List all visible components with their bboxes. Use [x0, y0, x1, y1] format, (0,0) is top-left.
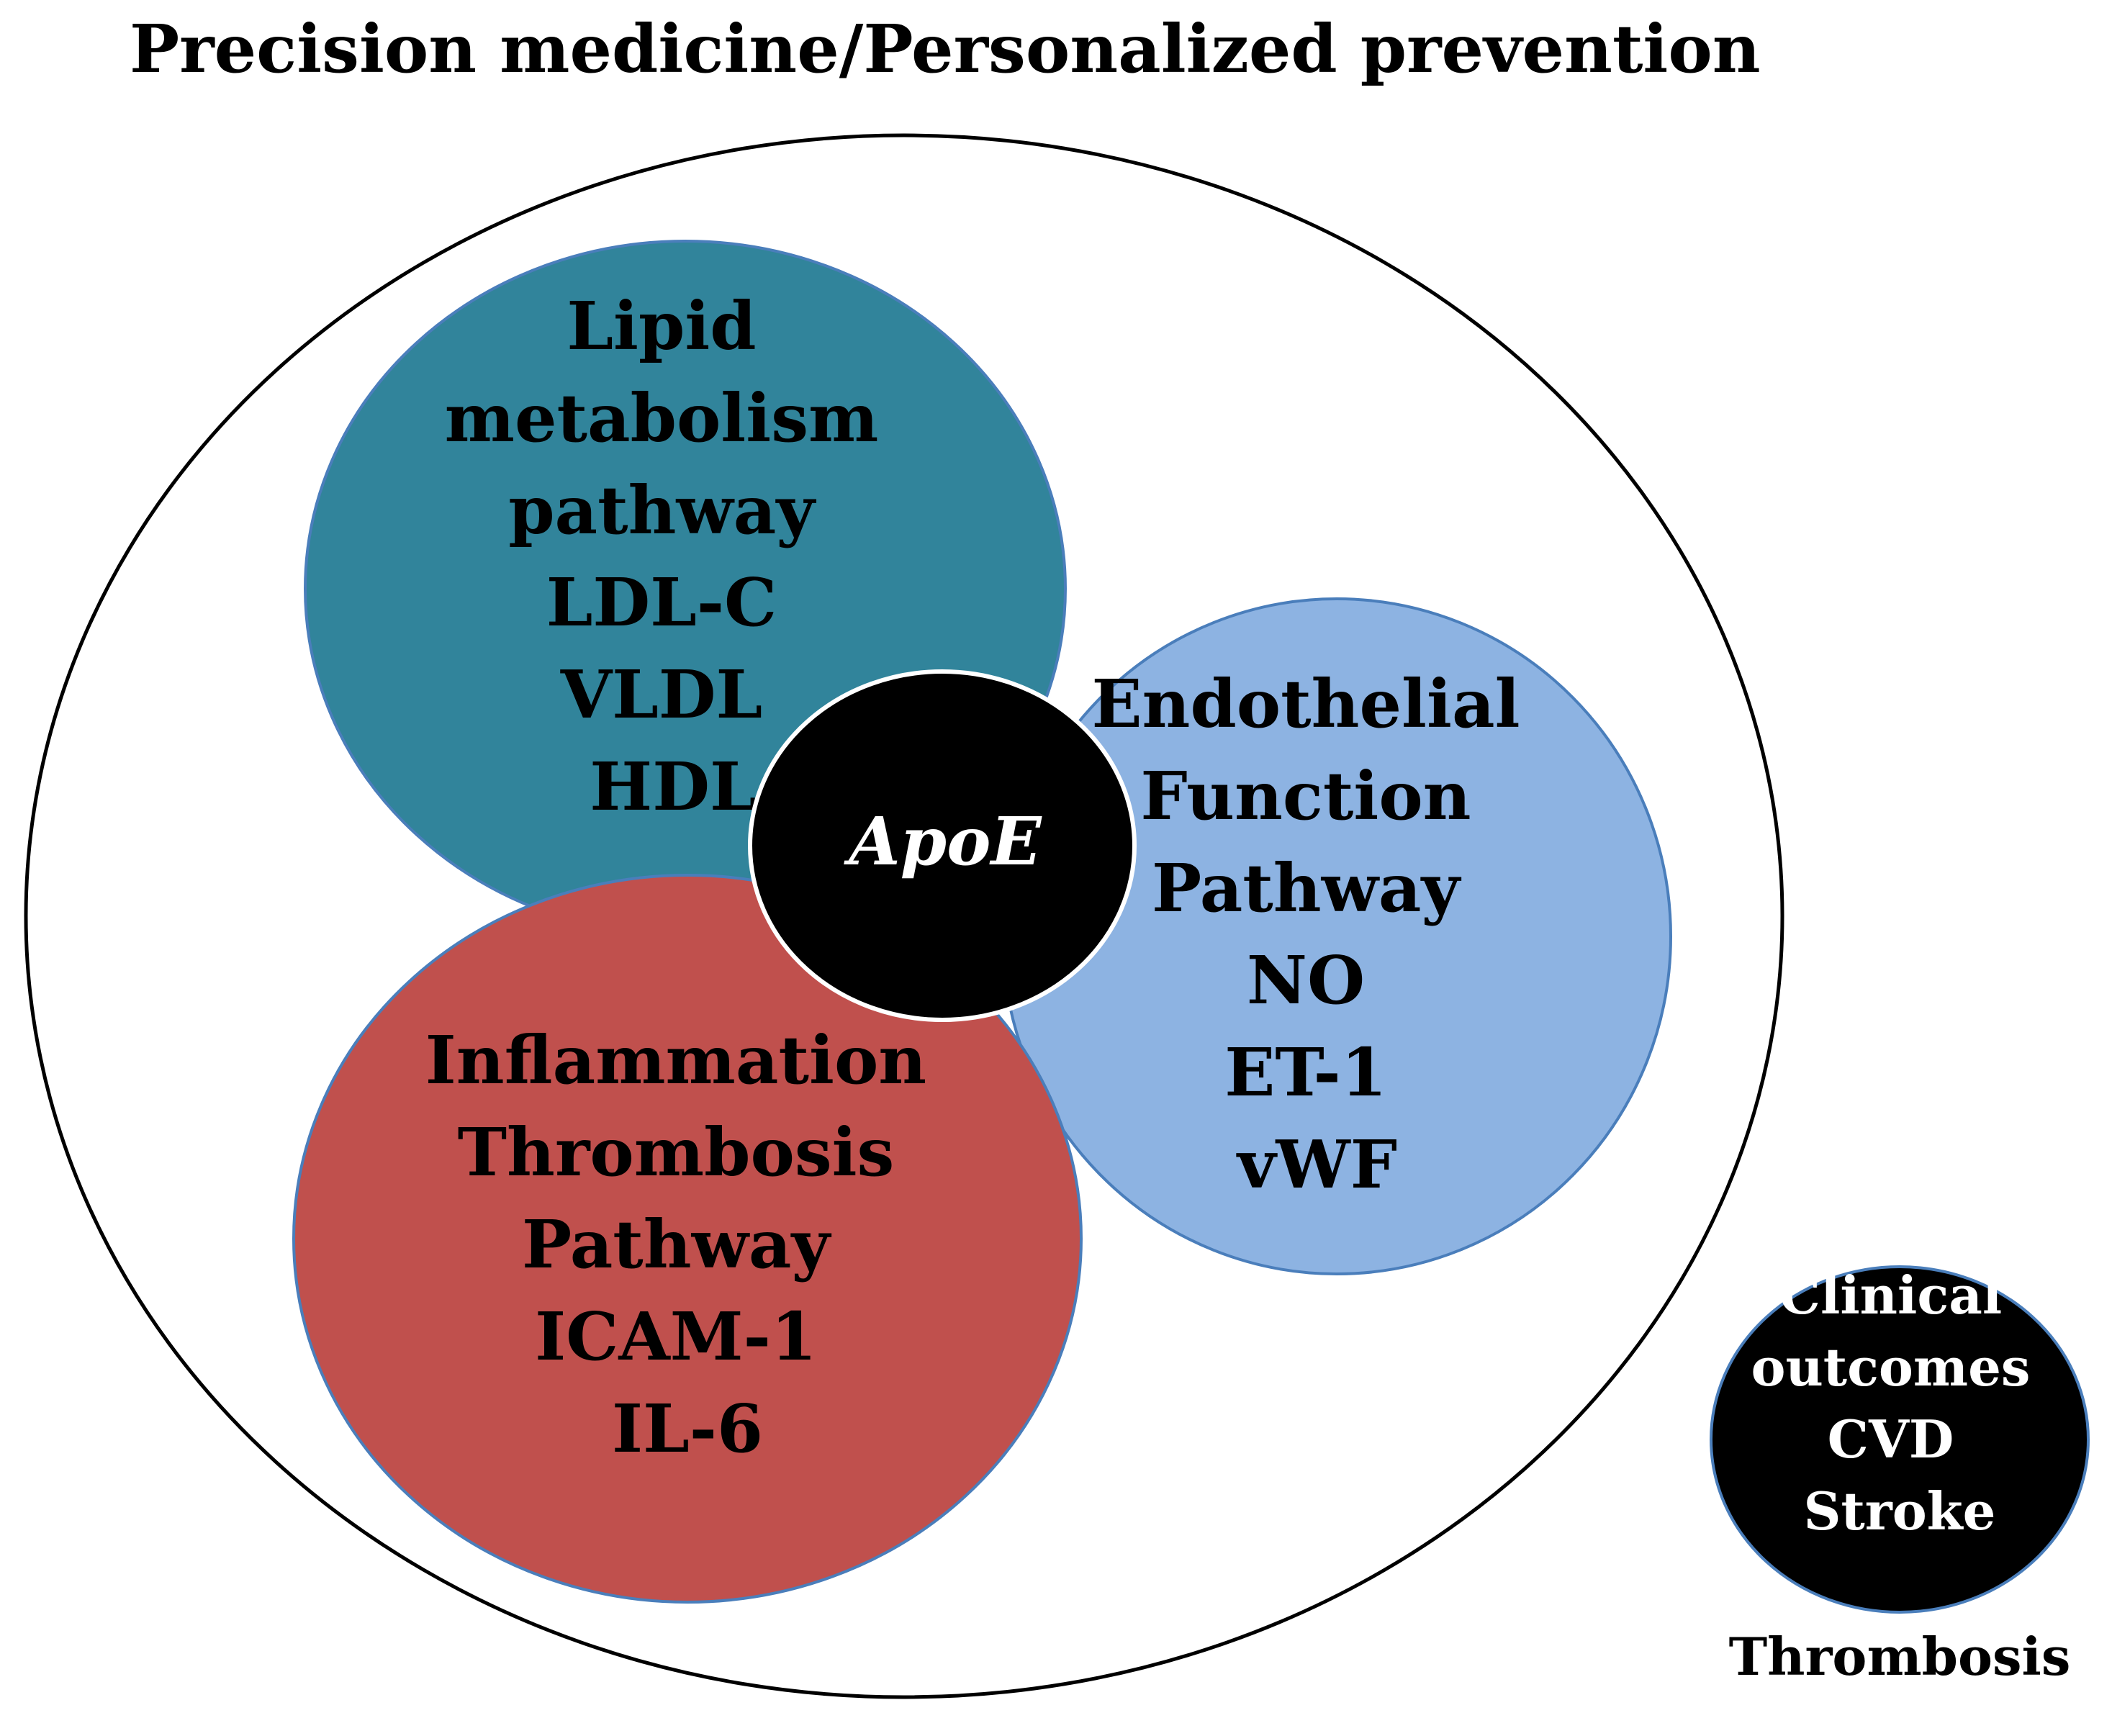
- endothelial-line: NO: [1247, 941, 1365, 1019]
- outcomes-caption: Thrombosis: [1729, 1626, 2071, 1687]
- endothelial-pathway-label: Endothelial Function Pathway NO ET-1 vWF: [1091, 665, 1543, 1203]
- inflammation-pathway-circle: [292, 874, 1083, 1604]
- lipid-line: HDL: [590, 748, 756, 826]
- apoe-circle: [748, 669, 1137, 1022]
- lipid-line: VLDL: [560, 656, 763, 733]
- inflammation-line: Inflammation: [425, 1021, 926, 1099]
- apoe-node: ApoE: [748, 669, 1137, 1022]
- clinical-outcomes-label: Clinical outcomes CVD Stroke: [1751, 1265, 2048, 1542]
- lipid-pathway-label: Lipid metabolism pathway LDL-C VLDL HDL: [445, 287, 902, 826]
- clinical-outcomes-node: Clinical outcomes CVD Stroke: [1710, 1265, 2090, 1614]
- outcomes-line: CVD: [1828, 1409, 1954, 1470]
- lipid-line: LDL-C: [546, 564, 777, 641]
- inflammation-line: ICAM-1: [535, 1298, 817, 1375]
- lipid-line: Lipid: [567, 287, 756, 365]
- endothelial-pathway-node: Endothelial Function Pathway NO ET-1 vWF: [1001, 597, 1672, 1275]
- endothelial-line: ET-1: [1224, 1034, 1387, 1111]
- endothelial-line: Function: [1140, 757, 1471, 835]
- endothelial-line: vWF: [1236, 1126, 1397, 1203]
- inflammation-line: Thrombosis: [458, 1113, 895, 1191]
- lipid-line: metabolism: [445, 379, 879, 457]
- inflammation-line: Pathway: [522, 1206, 832, 1283]
- inflammation-pathway-node: Inflammation Thrombosis Pathway ICAM-1 I…: [292, 874, 1083, 1604]
- endothelial-line: Endothelial: [1091, 665, 1520, 743]
- outcomes-line: outcomes: [1751, 1337, 2030, 1398]
- lipid-line: pathway: [508, 471, 816, 549]
- outcomes-line: Clinical: [1779, 1265, 2003, 1326]
- clinical-outcomes-circle: [1710, 1265, 2090, 1614]
- inflammation-line: IL-6: [612, 1390, 763, 1468]
- inflammation-pathway-label: Inflammation Thrombosis Pathway ICAM-1 I…: [425, 1021, 949, 1468]
- diagram-title: Precision medicine/Personalized preventi…: [130, 10, 1761, 88]
- endothelial-line: Pathway: [1152, 849, 1462, 927]
- apoe-label: ApoE: [843, 803, 1042, 880]
- outcomes-line: Stroke: [1804, 1480, 1996, 1542]
